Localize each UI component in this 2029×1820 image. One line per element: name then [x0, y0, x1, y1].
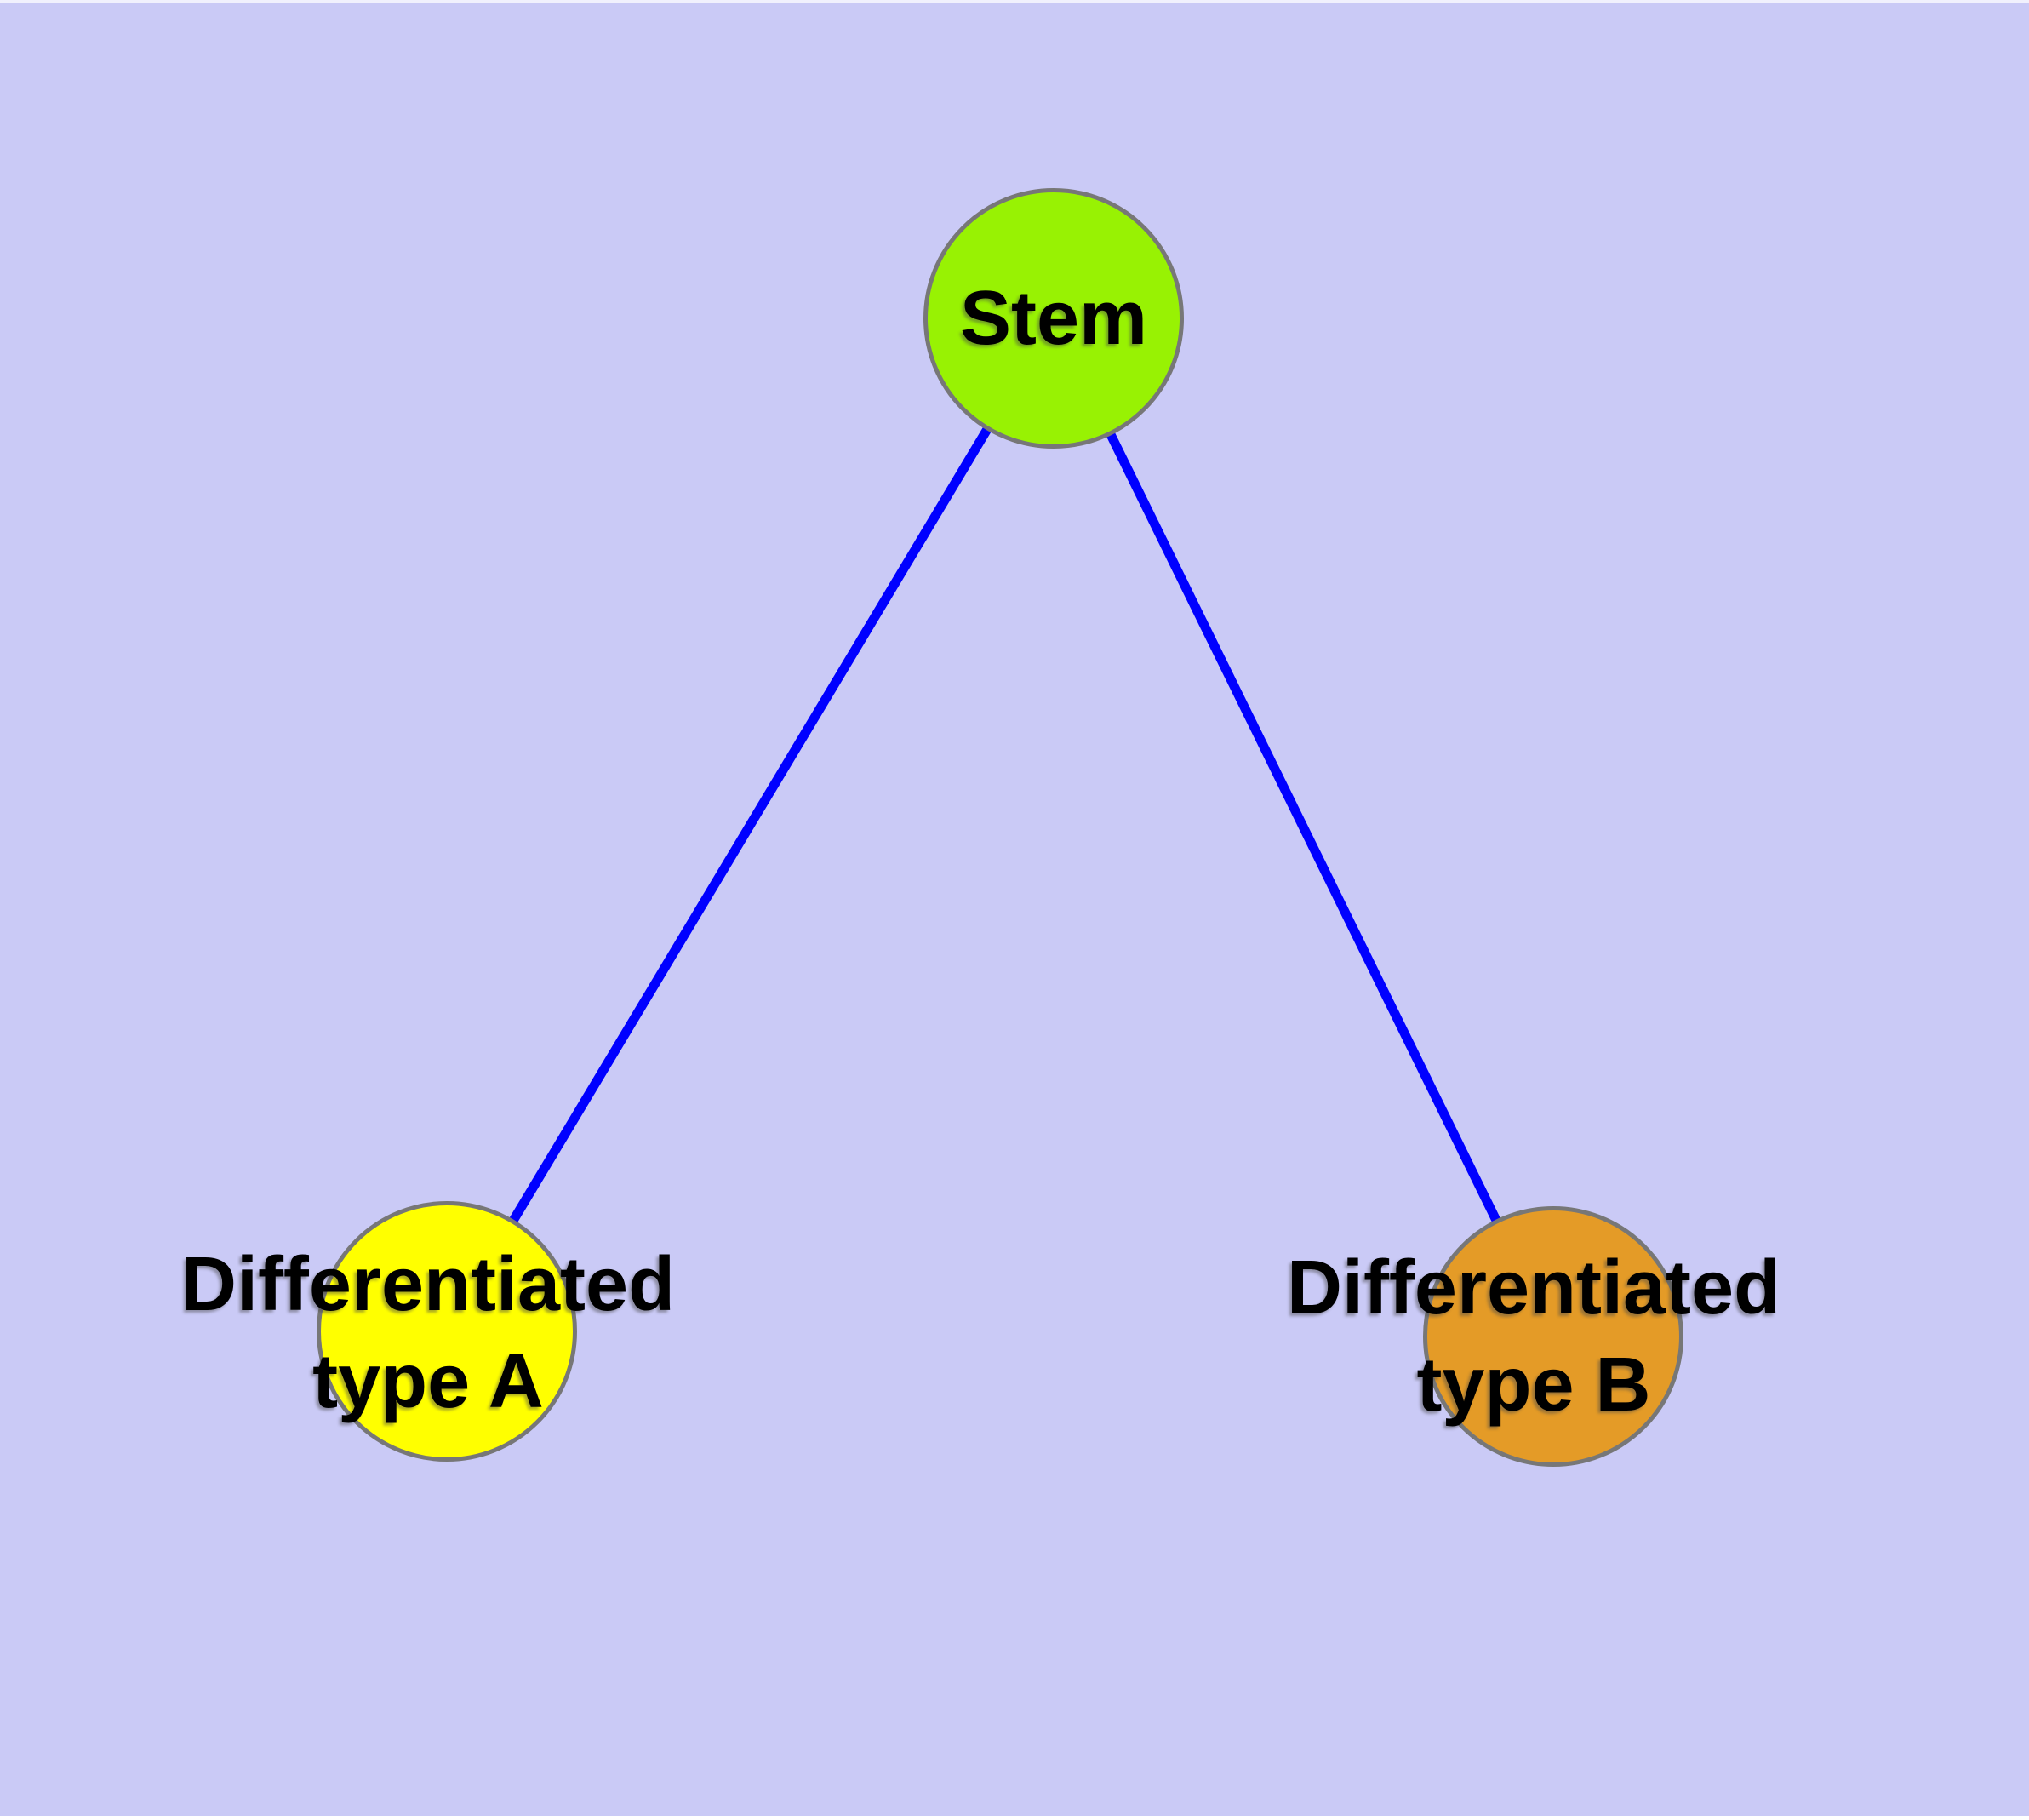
node-differentiated-type-b-label: Differentiated type B	[1287, 1239, 1780, 1434]
node-a-label-line-2: type A	[312, 1339, 544, 1424]
node-differentiated-type-a	[317, 1201, 577, 1462]
node-a-label-line-1: Differentiated	[180, 1242, 676, 1327]
edge-stem-to-typeA	[443, 316, 1058, 1334]
node-differentiated-type-a-label: Differentiated type A	[181, 1236, 675, 1430]
edge-stem-to-typeB	[1049, 316, 1557, 1339]
node-stem-label-text: Stem	[959, 276, 1148, 361]
node-stem-label: Stem	[960, 270, 1147, 367]
node-b-label-line-1: Differentiated	[1286, 1245, 1781, 1331]
node-stem	[923, 188, 1184, 449]
node-b-label-line-2: type B	[1416, 1342, 1651, 1428]
node-differentiated-type-b	[1423, 1206, 1683, 1467]
